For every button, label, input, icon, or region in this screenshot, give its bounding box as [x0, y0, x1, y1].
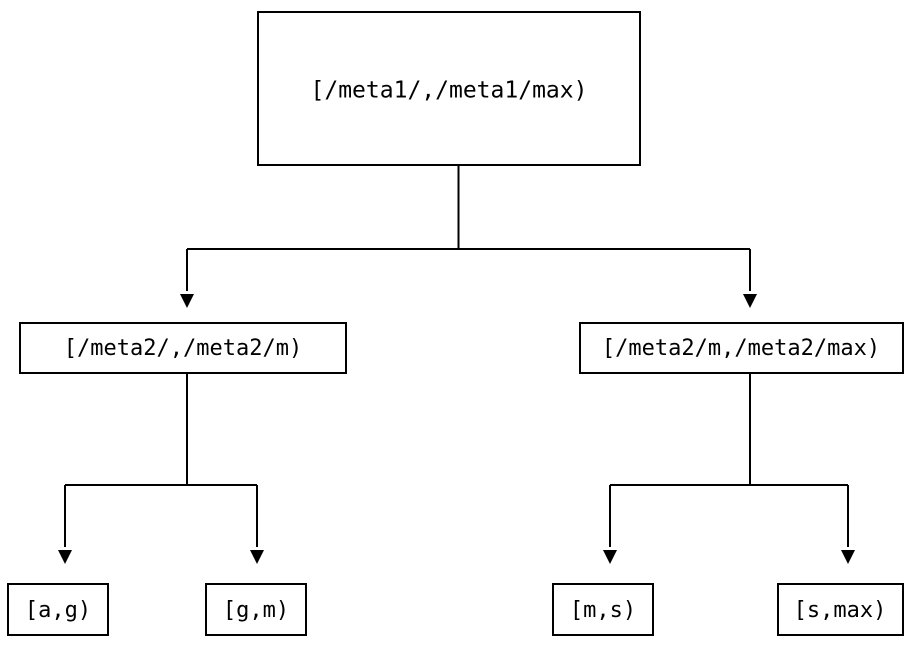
- arrowhead-mid-right-to-leaf-4: [841, 550, 855, 564]
- node-leaf-3-box[interactable]: [551, 582, 655, 637]
- node-mid-left-label: [/meta2/,/meta2/m): [64, 336, 302, 361]
- arrowhead-root-to-mid-left: [180, 294, 194, 308]
- node-mid-right[interactable]: [/meta2/m,/meta2/max): [578, 321, 905, 375]
- node-mid-left[interactable]: [/meta2/,/meta2/m): [18, 321, 348, 375]
- node-leaf-2-label: [g,m): [223, 598, 289, 623]
- node-leaf-1[interactable]: [a,g): [6, 582, 110, 637]
- node-leaf-3[interactable]: [m,s): [551, 582, 655, 637]
- node-root-label: [/meta1/,/meta1/max): [311, 78, 588, 104]
- node-leaf-1-label: [a,g): [25, 598, 91, 623]
- node-leaf-4[interactable]: [s,max): [776, 582, 905, 637]
- node-leaf-4-box[interactable]: [776, 582, 905, 637]
- arrowhead-mid-right-to-leaf-3: [603, 550, 617, 564]
- node-leaf-2[interactable]: [g,m): [204, 582, 308, 637]
- node-root-box[interactable]: [256, 10, 642, 167]
- arrowhead-root-to-mid-right: [743, 294, 757, 308]
- node-mid-left-box[interactable]: [18, 321, 348, 375]
- node-leaf-3-label: [m,s): [570, 598, 636, 623]
- node-root[interactable]: [/meta1/,/meta1/max): [256, 10, 642, 167]
- arrowhead-mid-left-to-leaf-1: [58, 550, 72, 564]
- arrowhead-mid-left-to-leaf-2: [250, 550, 264, 564]
- node-leaf-1-box[interactable]: [6, 582, 110, 637]
- node-leaf-2-box[interactable]: [204, 582, 308, 637]
- node-mid-right-box[interactable]: [578, 321, 905, 375]
- node-mid-right-label: [/meta2/m,/meta2/max): [602, 336, 880, 361]
- node-leaf-4-label: [s,max): [794, 598, 887, 623]
